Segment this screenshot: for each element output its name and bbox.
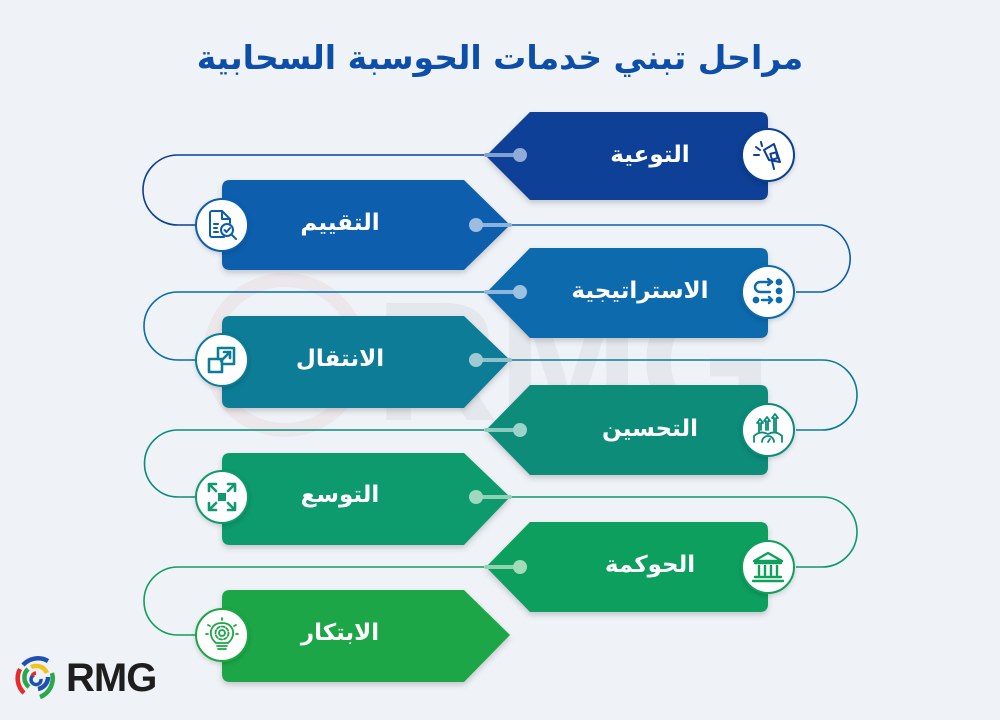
step-label-8: الابتكار (300, 620, 380, 646)
tag-shape-8 (222, 590, 510, 682)
connector-7-8 (143, 566, 484, 636)
connector-dot (513, 148, 527, 162)
step-label-4: الانتقال (295, 346, 385, 372)
step-label-5: التحسين (602, 416, 698, 442)
rmg-logo: RMG (14, 655, 157, 701)
tag-shape-2 (222, 180, 510, 270)
connector-4-5 (510, 359, 858, 431)
innovation-bulb-icon (195, 608, 249, 662)
tag-shape-4 (222, 316, 510, 408)
megaphone-icon (741, 128, 795, 182)
connector-5-6 (143, 429, 484, 498)
document-search-icon (195, 198, 249, 252)
connector-3-4 (143, 291, 484, 361)
step-label-6: التوسع (300, 482, 380, 508)
route-arrows-icon (741, 265, 795, 319)
step-label-2: التقييم (300, 210, 380, 236)
connector-dot (513, 285, 527, 299)
connector-2-3 (510, 224, 851, 293)
connector-dot (469, 218, 483, 232)
expand-arrows-icon (195, 470, 249, 524)
logo-text: RMG (66, 655, 157, 700)
tag-shape-7 (486, 522, 768, 612)
tag-shape-1 (486, 112, 768, 200)
page-title: مراحل تبني خدمات الحوسبة السحابية (196, 38, 804, 77)
connector-dot (513, 560, 527, 574)
rmg-logo-mark-icon (15, 656, 55, 700)
migrate-window-icon (195, 333, 249, 387)
tag-shape-3 (486, 248, 768, 338)
connector-dot (469, 490, 483, 504)
institution-building-icon (741, 540, 795, 594)
step-label-7: الحوكمة (604, 552, 696, 578)
connector-dot (513, 423, 527, 437)
performance-up-icon (741, 403, 795, 457)
connector-dot (469, 353, 483, 367)
step-label-3: الاستراتيجية (571, 278, 709, 304)
connector-1-2 (142, 154, 484, 226)
tag-shape-5 (486, 385, 768, 475)
tag-shape-6 (222, 453, 510, 545)
step-label-1: التوعية (610, 142, 690, 168)
connector-6-7 (510, 496, 858, 568)
